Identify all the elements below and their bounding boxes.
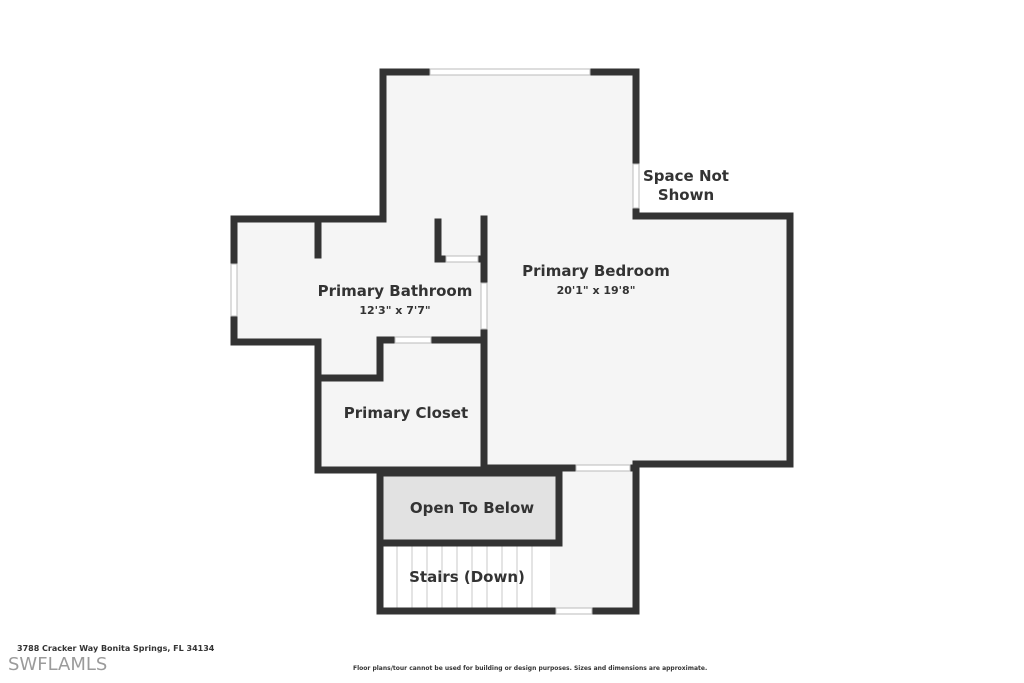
openings (230, 68, 640, 615)
primary-bathroom-dims: 12'3" x 7'7" (359, 304, 430, 317)
mls-watermark: SWFLAMLS (8, 654, 108, 675)
bath-bedroom-door (480, 282, 488, 330)
hall-bottom-door (555, 607, 593, 615)
primary-bedroom-dims: 20'1" x 19'8" (557, 284, 636, 297)
open-to-below-area (383, 475, 559, 541)
stairs-treads (383, 545, 550, 608)
space-not-shown-line2: Shown (658, 186, 714, 204)
bath-left-window (230, 263, 238, 317)
open-to-below-wall (376, 469, 563, 547)
stairs-label: Stairs (Down) (409, 568, 525, 586)
bedroom-right-window (632, 163, 640, 209)
disclaimer-text: Floor plans/tour cannot be used for buil… (353, 665, 708, 672)
bedroom-top-window (429, 68, 591, 76)
bath-closet-wall (314, 336, 488, 382)
primary-closet-label: Primary Closet (344, 404, 468, 422)
shower-door (445, 255, 479, 263)
open-to-below-label: Open To Below (410, 499, 534, 517)
stairs-area (383, 545, 550, 608)
closet-floor (318, 340, 484, 470)
property-address: 3788 Cracker Way Bonita Springs, FL 3413… (17, 644, 215, 653)
primary-bedroom-label: Primary Bedroom (522, 262, 670, 280)
bathroom-outer-wall (230, 215, 488, 474)
primary-bathroom-label: Primary Bathroom (318, 282, 473, 300)
closet-door (394, 336, 432, 344)
hall-bedroom-door (575, 464, 631, 472)
space-not-shown-line1: Space Not (643, 167, 729, 185)
